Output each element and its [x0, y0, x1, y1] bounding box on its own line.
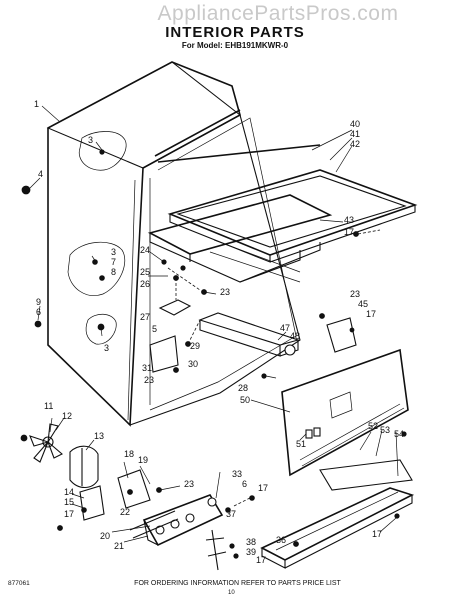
callout-22: 22: [120, 507, 131, 517]
callout-17: 17: [344, 227, 355, 237]
callout-21: 21: [114, 541, 125, 551]
callout-13: 13: [94, 431, 105, 441]
callout-45: 45: [358, 299, 369, 309]
liner-assembly: [21, 61, 321, 427]
callout-6: 6: [36, 307, 42, 317]
callout-39: 39: [246, 547, 257, 557]
callout-53: 53: [380, 425, 391, 435]
callout-3: 3: [111, 247, 117, 257]
model-subtitle: For Model: EHB191MKWR-0: [181, 41, 289, 50]
watermark: AppliancePartsPros.com: [157, 2, 399, 25]
callout-3: 3: [88, 135, 94, 145]
callout-3: 3: [104, 343, 110, 353]
callout-17: 17: [64, 509, 75, 519]
callout-43: 43: [344, 215, 355, 225]
callout-7: 7: [111, 257, 117, 267]
callout-4: 4: [38, 169, 44, 179]
callout-19: 19: [138, 455, 149, 465]
evaporator-cover: [261, 348, 409, 477]
callout-15: 15: [64, 497, 75, 507]
control-housing: [117, 469, 255, 571]
callout-42: 42: [350, 139, 361, 149]
callout-48: 48: [290, 331, 301, 341]
callout-36: 36: [276, 535, 287, 545]
page-title: INTERIOR PARTS: [165, 24, 305, 41]
callout-18: 18: [124, 449, 135, 459]
callout-23: 23: [144, 375, 155, 385]
ordering-info: FOR ORDERING INFORMATION REFER TO PARTS …: [134, 580, 341, 587]
callout-41: 41: [350, 129, 361, 139]
shelf-frame-assembly: [147, 169, 418, 283]
callout-12: 12: [62, 411, 73, 421]
callout-37: 37: [226, 509, 237, 519]
callout-52: 52: [368, 421, 379, 431]
drain-pan: [260, 459, 415, 569]
callout-27: 27: [140, 312, 151, 322]
callout-17: 17: [258, 483, 269, 493]
callout-54: 54: [394, 429, 405, 439]
callout-51: 51: [296, 439, 307, 449]
callout-8: 8: [111, 267, 117, 277]
callout-1: 1: [34, 99, 40, 109]
callout-23: 23: [350, 289, 361, 299]
right-small-parts: [319, 229, 381, 353]
callout-17: 17: [256, 555, 267, 565]
callout-25: 25: [140, 267, 151, 277]
callout-30: 30: [188, 359, 199, 369]
callout-40: 40: [350, 119, 361, 129]
callout-33: 33: [232, 469, 243, 479]
callout-50: 50: [240, 395, 251, 405]
callout-26: 26: [140, 279, 151, 289]
callout-20: 20: [100, 531, 111, 541]
page-number: 10: [228, 590, 235, 596]
drain-trough: [198, 312, 300, 357]
callout-29: 29: [190, 341, 201, 351]
callout-28: 28: [238, 383, 249, 393]
callout-14: 14: [64, 487, 75, 497]
callout-6: 6: [242, 479, 248, 489]
callout-38: 38: [246, 537, 257, 547]
leader-lines: [29, 105, 399, 543]
document-number: 877061: [8, 580, 30, 587]
callout-31: 31: [142, 363, 153, 373]
callout-23: 23: [184, 479, 195, 489]
fan-and-motor: [20, 423, 105, 531]
callout-24: 24: [140, 245, 151, 255]
bracket-parts: [149, 259, 207, 373]
callout-5: 5: [152, 324, 158, 334]
callout-17: 17: [366, 309, 377, 319]
callout-17: 17: [372, 529, 383, 539]
callout-11: 11: [44, 401, 54, 411]
callout-23: 23: [220, 287, 231, 297]
callout-9: 9: [36, 297, 42, 307]
callout-47: 47: [280, 323, 291, 333]
